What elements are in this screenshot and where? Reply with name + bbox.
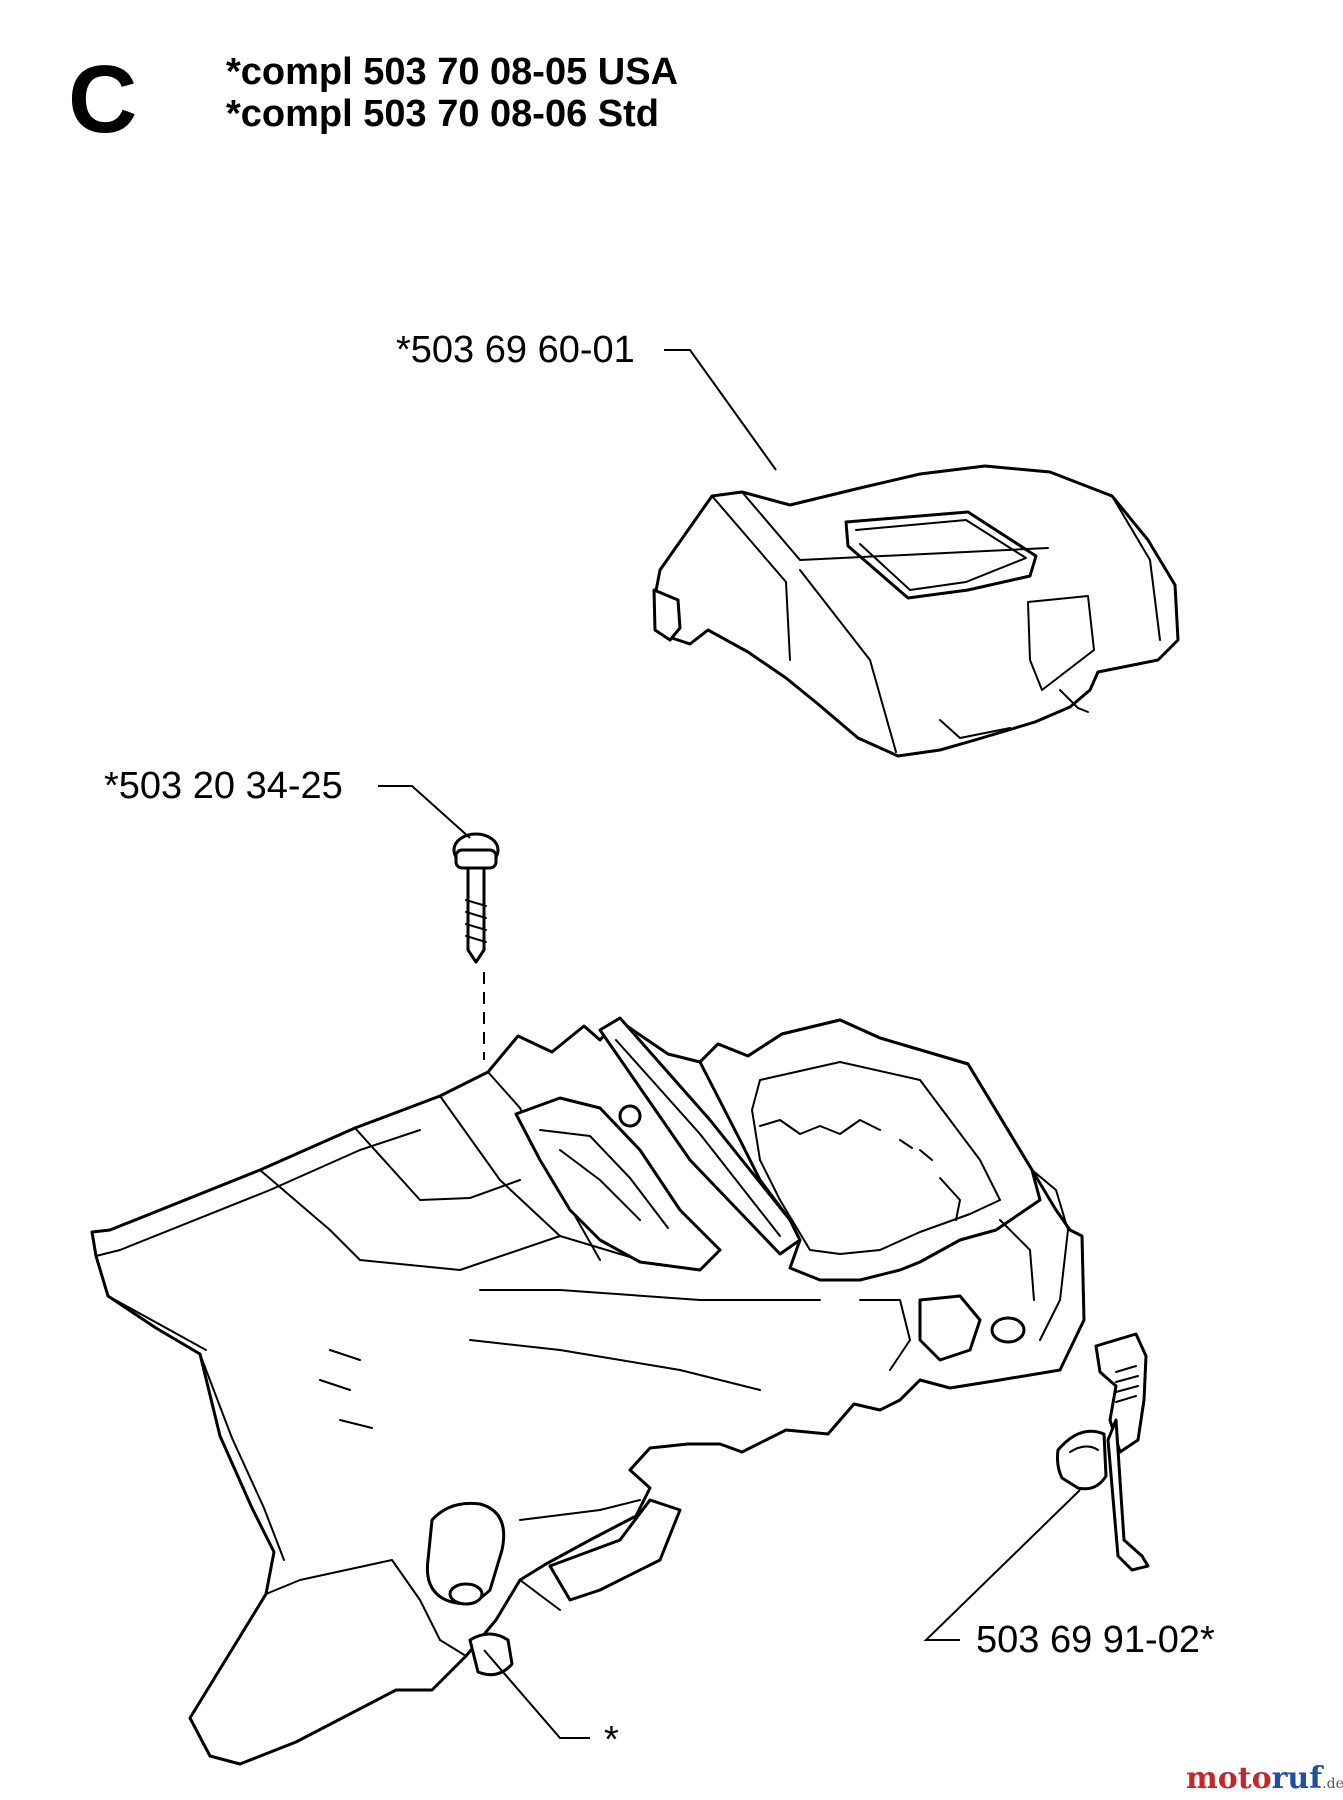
clip-drawing xyxy=(1056,1332,1150,1572)
top-cover-drawing xyxy=(652,464,1180,758)
leader-clip xyxy=(923,1489,1081,1641)
watermark-logo: motoruf.de xyxy=(1186,1761,1343,1796)
heading-line-2: *compl 503 70 08-06 Std xyxy=(226,93,659,135)
section-letter: C xyxy=(68,46,137,153)
watermark-part-1: moto xyxy=(1186,1761,1272,1796)
label-clip: 503 69 91-02* xyxy=(976,1619,1215,1661)
leader-cylinder-cover xyxy=(483,1649,590,1739)
leader-screw xyxy=(378,785,471,839)
watermark-suffix: .de xyxy=(1322,1776,1343,1792)
leader-top-cover xyxy=(664,349,777,471)
watermark-part-2: ruf xyxy=(1272,1761,1325,1796)
screw-drawing xyxy=(452,832,500,964)
svg-text:motoruf.de: motoruf.de xyxy=(1186,1761,1343,1796)
label-cylinder-cover: * xyxy=(604,1719,619,1761)
heading-line-1: *compl 503 70 08-05 USA xyxy=(226,51,678,93)
label-screw: *503 20 34-25 xyxy=(104,765,343,807)
label-top-cover: *503 69 60-01 xyxy=(396,329,635,371)
cylinder-cover-drawing xyxy=(90,1016,1086,1766)
